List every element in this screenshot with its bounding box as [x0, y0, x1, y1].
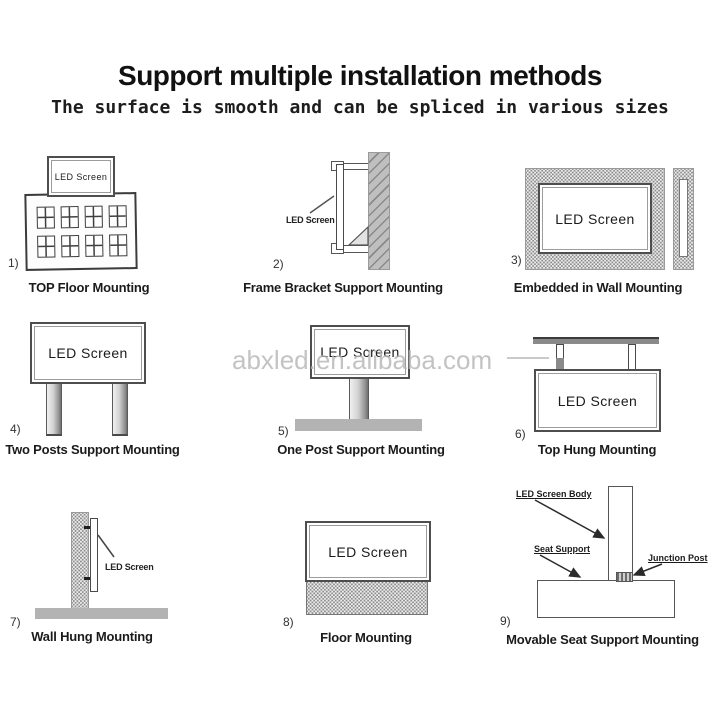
building — [24, 192, 138, 271]
window — [85, 234, 104, 257]
window — [36, 206, 55, 229]
window — [84, 205, 103, 228]
mount-point-top — [84, 526, 92, 529]
led-screen-label: LED Screen — [557, 392, 638, 409]
method-number: 5) — [278, 424, 289, 438]
watermark: abxled.en.alibaba.com — [232, 345, 493, 375]
method-caption: Movable Seat Support Mounting — [506, 632, 699, 647]
support-post — [349, 375, 369, 420]
window — [109, 234, 128, 257]
led-screen-body — [608, 486, 633, 582]
screen-side-view — [679, 179, 688, 257]
seat-support-label: Seat Support — [534, 544, 591, 554]
method-caption: TOP Floor Mounting — [28, 280, 150, 295]
hanger-rod-left — [556, 344, 564, 371]
top-link-bars — [343, 163, 368, 170]
ceiling-bar — [533, 337, 659, 344]
led-screen: LED Screen — [534, 369, 661, 432]
led-screen-label: LED Screen — [105, 562, 154, 572]
method-number: 1) — [8, 256, 19, 270]
mount-point-bottom — [84, 577, 92, 580]
led-screen-label: LED Screen — [555, 210, 635, 227]
support-post-left — [46, 380, 62, 436]
hanger-slider — [556, 358, 564, 370]
led-screen: LED Screen — [310, 325, 410, 379]
led-screen: LED Screen — [30, 322, 146, 384]
led-screen-panel — [90, 518, 98, 592]
hanger-rod-right — [628, 344, 636, 371]
led-screen-label: LED Screen — [320, 344, 400, 360]
method-number: 3) — [511, 253, 522, 267]
pedestal-base — [306, 578, 428, 615]
pointer-line — [309, 195, 335, 214]
method-caption: Wall Hung Mounting — [31, 629, 153, 644]
arrow-led-screen-body — [534, 499, 606, 539]
ground-base — [295, 419, 422, 431]
window — [108, 205, 127, 228]
seat-support-base — [537, 580, 675, 618]
method-caption: Embedded in Wall Mounting — [513, 280, 683, 295]
support-post-right — [112, 380, 128, 436]
arrow-seat-support — [539, 554, 582, 578]
led-screen: LED Screen — [47, 156, 115, 197]
method-caption: Top Hung Mounting — [537, 442, 657, 457]
led-screen-body-label: LED Screen Body — [516, 489, 592, 499]
method-caption: One Post Support Mounting — [277, 442, 445, 457]
window — [60, 206, 79, 229]
window — [37, 235, 56, 258]
method-caption: Two Posts Support Mounting — [5, 442, 180, 457]
window — [61, 235, 80, 258]
arrow-junction-post — [632, 563, 663, 577]
building-windows — [36, 205, 128, 258]
pointer-line — [507, 357, 549, 359]
bracket-brace — [347, 225, 369, 246]
led-screen-label: LED Screen — [286, 215, 335, 225]
led-screen-label: LED Screen — [328, 543, 408, 560]
junction-post-label: Junction Post — [648, 553, 708, 563]
method-number: 4) — [10, 422, 21, 436]
led-screen: LED Screen — [305, 521, 431, 582]
wall — [368, 152, 390, 270]
pointer-line — [97, 534, 115, 558]
method-number: 6) — [515, 427, 526, 441]
led-screen-panel — [336, 164, 344, 250]
method-number: 9) — [500, 614, 511, 628]
floor-bar — [35, 608, 168, 619]
led-screen-label: LED Screen — [54, 171, 108, 182]
led-screen: LED Screen — [538, 183, 652, 254]
page-subtitle: The surface is smooth and can be spliced… — [51, 97, 669, 118]
method-number: 7) — [10, 615, 21, 629]
junction-post-block — [616, 572, 633, 582]
method-number: 8) — [283, 615, 294, 629]
led-screen-label: LED Screen — [48, 345, 128, 361]
method-number: 2) — [273, 257, 284, 271]
method-caption: Floor Mounting — [320, 630, 412, 645]
page-title: Support multiple installation methods — [118, 60, 602, 91]
method-caption: Frame Bracket Support Mounting — [243, 280, 443, 295]
wall-column — [71, 512, 89, 612]
